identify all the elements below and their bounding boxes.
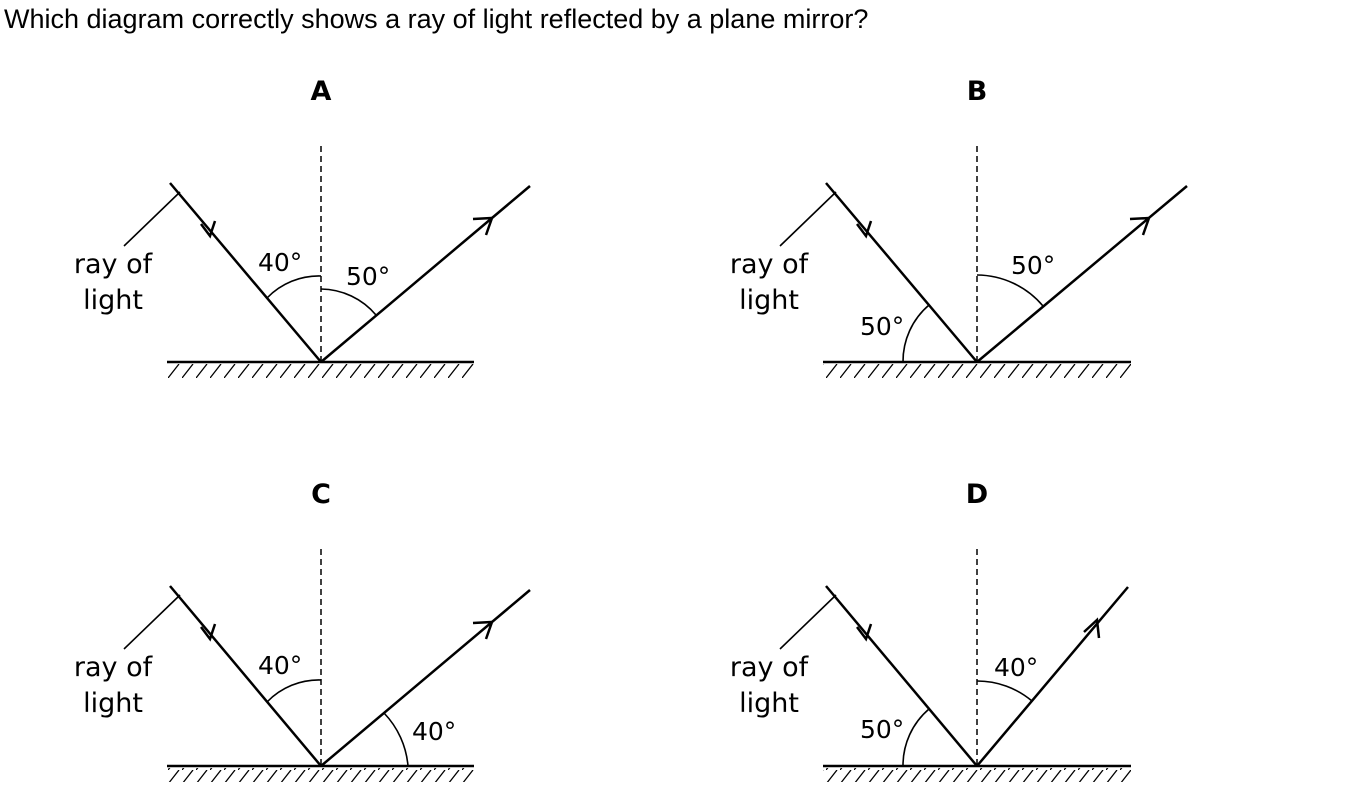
reflected-arrow [472, 620, 494, 640]
label-pointer [779, 594, 837, 650]
angle-label-reflected: 50° [346, 262, 390, 291]
reflected-ray [976, 586, 1129, 767]
ray-label-line2: light [739, 688, 799, 719]
angle-arc-incident [266, 679, 322, 703]
mirror-hatching [823, 768, 1131, 782]
mirror-hatching [823, 364, 1131, 378]
option-letter: A [311, 76, 332, 107]
reflected-ray [976, 185, 1188, 363]
angle-arc-incident [902, 708, 930, 767]
option-letter: C [311, 479, 331, 510]
reflected-arrow [1083, 617, 1101, 639]
ray-label-line2: light [83, 285, 143, 316]
angle-label-reflected: 40° [994, 653, 1038, 682]
angle-label-reflected: 40° [412, 717, 456, 746]
angle-label-incident: 50° [860, 715, 904, 744]
diagram-b[interactable]: B ray of light 50° 50° [730, 76, 1188, 378]
reflected-ray [320, 589, 531, 767]
angle-label-reflected: 50° [1011, 251, 1055, 280]
question-text: Which diagram correctly shows a ray of l… [4, 4, 869, 34]
angle-arc-reflected [976, 274, 1044, 307]
diagram-d[interactable]: D ray of light 50° 40° [730, 479, 1131, 782]
diagram-a[interactable]: A ray of light 40° 50° [74, 76, 531, 378]
incident-ray [825, 182, 978, 363]
diagram-c[interactable]: C ray of light 40° 40° [74, 479, 531, 782]
incident-arrow [856, 623, 873, 642]
incident-arrow [856, 220, 873, 239]
ray-label-line1: ray of [74, 249, 154, 280]
angle-arc-incident [902, 304, 930, 363]
ray-label-line2: light [739, 285, 799, 316]
label-pointer [123, 191, 181, 247]
angle-label-incident: 50° [860, 312, 904, 341]
reflected-ray [320, 185, 531, 363]
option-letter: D [966, 479, 988, 510]
angle-arc-reflected [976, 680, 1033, 702]
label-pointer [779, 191, 837, 247]
ray-label-line2: light [83, 688, 143, 719]
ray-label-line1: ray of [730, 652, 810, 683]
label-pointer [123, 594, 181, 650]
ray-label-line1: ray of [730, 249, 810, 280]
angle-arc-incident [266, 275, 322, 299]
angle-label-incident: 40° [258, 248, 302, 277]
mirror-hatching [167, 364, 474, 378]
angle-arc-reflected [320, 288, 377, 316]
ray-label-line1: ray of [74, 652, 154, 683]
incident-ray [169, 585, 322, 767]
reflected-arrow [472, 216, 494, 236]
angle-arc-reflected [383, 712, 409, 767]
incident-arrow [200, 220, 217, 239]
mirror-hatching [167, 768, 474, 782]
incident-ray [169, 182, 322, 363]
angle-label-incident: 40° [258, 651, 302, 680]
incident-arrow [200, 623, 217, 642]
incident-ray [825, 585, 978, 767]
option-letter: B [967, 76, 988, 107]
reflected-arrow [1129, 216, 1151, 236]
